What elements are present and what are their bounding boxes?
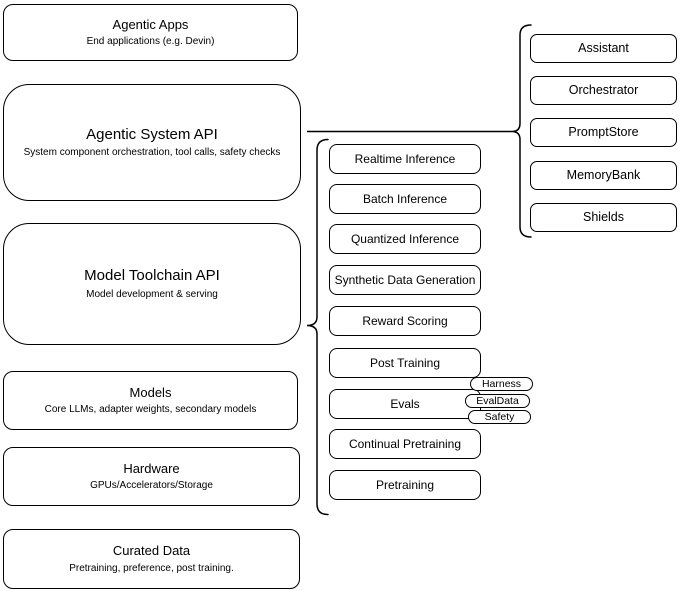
box-label: Synthetic Data Generation [334,273,476,287]
tag-harness: Harness [470,377,533,391]
box-label: Post Training [369,356,441,370]
box-model-toolchain-api: Model Toolchain API Model development & … [3,223,301,345]
box-post-training: Post Training [329,348,481,378]
box-label: PromptStore [568,125,639,140]
box-realtime-inference: Realtime Inference [329,144,481,174]
box-agentic-system-api: Agentic System API System component orch… [3,84,301,201]
box-shields: Shields [530,203,677,232]
box-title: Hardware [123,460,180,476]
box-evals: Evals [329,389,481,419]
box-subtitle: Core LLMs, adapter weights, secondary mo… [44,404,257,416]
box-label: Orchestrator [568,83,639,98]
tag-label: EvalData [476,394,519,407]
box-label: Realtime Inference [354,152,456,166]
box-label: Reward Scoring [362,314,448,328]
box-title: Models [129,384,172,400]
toolchain-brace [306,138,329,516]
box-subtitle: End applications (e.g. Devin) [86,36,215,48]
box-subtitle: Pretraining, preference, post training. [69,562,234,574]
box-title: Model Toolchain API [84,267,220,285]
tag-label: Safety [484,410,515,423]
box-subtitle: GPUs/Accelerators/Storage [90,480,213,492]
box-models: Models Core LLMs, adapter weights, secon… [3,371,298,430]
box-subtitle: System component orchestration, tool cal… [23,147,281,159]
box-synthetic-data-generation: Synthetic Data Generation [329,265,481,295]
box-pretraining: Pretraining [329,470,481,500]
box-title: Curated Data [112,543,191,559]
components-brace [511,24,532,238]
box-label: Continual Pretraining [348,437,462,451]
box-orchestrator: Orchestrator [530,76,677,105]
box-label: Evals [390,397,420,411]
box-hardware: Hardware GPUs/Accelerators/Storage [3,447,300,506]
box-memorybank: MemoryBank [530,161,677,190]
box-curated-data: Curated Data Pretraining, preference, po… [3,529,300,589]
box-quantized-inference: Quantized Inference [329,224,481,254]
box-label: MemoryBank [566,168,641,183]
tag-safety: Safety [468,410,531,424]
tag-label: Harness [481,377,522,390]
tag-evaldata: EvalData [465,394,530,408]
box-continual-pretraining: Continual Pretraining [329,429,481,459]
box-title: Agentic System API [86,125,218,143]
box-reward-scoring: Reward Scoring [329,306,481,336]
box-batch-inference: Batch Inference [329,184,481,214]
box-subtitle: Model development & serving [86,288,218,300]
box-promptstore: PromptStore [530,118,677,147]
box-label: Batch Inference [362,192,448,206]
box-agentic-apps: Agentic Apps End applications (e.g. Devi… [3,4,298,61]
box-label: Shields [583,210,624,225]
box-label: Assistant [578,41,629,56]
box-assistant: Assistant [530,34,677,63]
box-label: Pretraining [375,478,435,492]
box-label: Quantized Inference [350,232,460,246]
box-title: Agentic Apps [112,16,189,32]
